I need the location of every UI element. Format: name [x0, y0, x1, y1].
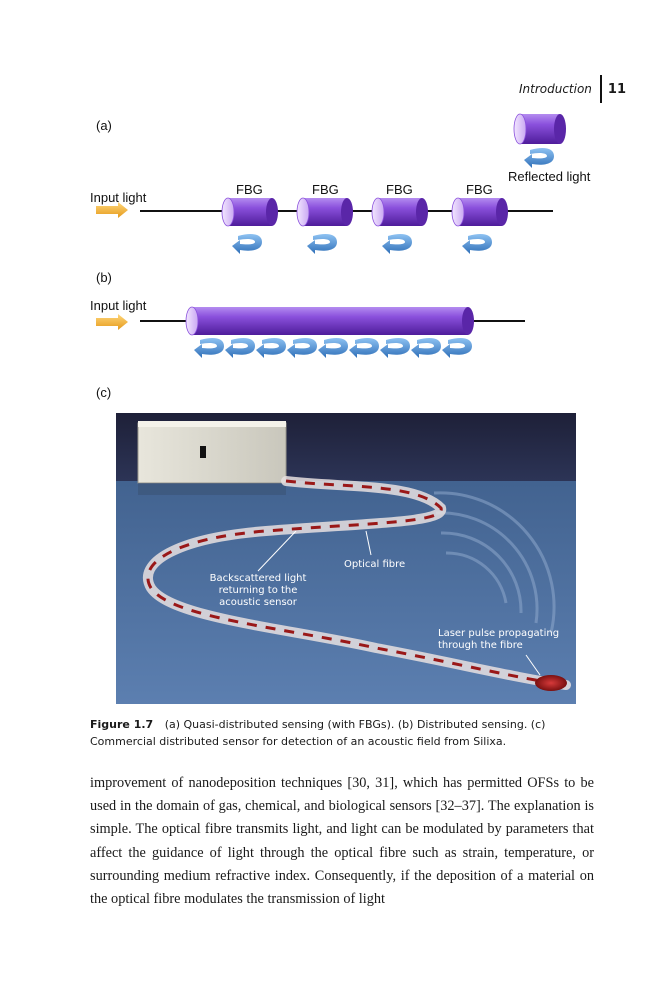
header-divider: [599, 75, 602, 103]
section-title: Introduction: [518, 82, 592, 96]
fbg-label-1: FBG: [236, 182, 263, 197]
running-header: Introduction 11: [519, 74, 626, 104]
reflected-arrows-a: [232, 234, 492, 254]
sensor-scene: [116, 413, 576, 704]
reflected-light-label: Reflected light: [508, 169, 591, 184]
laser-line-1: Laser pulse propagating: [438, 628, 560, 639]
figure-diagram: [96, 113, 566, 358]
input-light-label-b: Input light: [90, 298, 147, 313]
legend-cylinder: [513, 113, 566, 145]
panel-b-label: (b): [96, 270, 112, 285]
input-light-label-a: Input light: [90, 190, 147, 205]
laser-pulse: [535, 675, 567, 691]
backscattered-label: Backscattered light returning to the aco…: [208, 573, 308, 609]
body-paragraph: improvement of nanodeposition techniques…: [90, 775, 594, 908]
legend-reflected-arrow: [524, 148, 554, 168]
optical-fibre-label: Optical fibre: [344, 559, 406, 570]
distributed-fibre-cylinder: [185, 306, 474, 336]
laser-pulse-label: Laser pulse propagating through the fibr…: [438, 628, 559, 652]
callout-laser: [525, 654, 541, 676]
fbg-label-2: FBG: [312, 182, 339, 197]
fbg-label-3: FBG: [386, 182, 413, 197]
panel-c-label: (c): [96, 385, 112, 400]
panel-a-diagram: [96, 113, 566, 254]
sensor-unit: [137, 421, 287, 495]
caption-label: Figure 1.7: [90, 718, 154, 731]
callout-backscatter: [257, 530, 297, 572]
backscattered-line-2: returning to the: [218, 585, 298, 596]
acoustic-waves: [433, 491, 556, 634]
figure-1-7: (a) Input light FBG FBG FBG FBG Reflecte…: [90, 113, 591, 704]
panel-a-label: (a): [96, 118, 112, 133]
callout-fibre: [365, 530, 372, 556]
fbg-3: [371, 197, 428, 227]
input-arrow-b: [96, 314, 128, 330]
page-number: 11: [607, 81, 626, 97]
fbg-label-4: FBG: [466, 182, 493, 197]
caption-text: (a) Quasi-distributed sensing (with FBGs…: [90, 718, 546, 748]
backscatter-dashes: [146, 479, 567, 687]
fbg-1: [221, 197, 278, 227]
fbg-2: [296, 197, 353, 227]
panel-b-diagram: [96, 306, 525, 358]
input-arrow-a: [96, 202, 128, 218]
body-text: improvement of nanodeposition techniques…: [90, 772, 594, 911]
figure-caption: Figure 1.7 (a) Quasi-distributed sensing…: [90, 716, 590, 750]
backscattered-line-3: acoustic sensor: [219, 597, 297, 608]
distributed-sensor-illustration: Optical fibre Backscattered light return…: [116, 413, 576, 704]
laser-line-2: through the fibre: [438, 640, 523, 651]
fbg-4: [451, 197, 508, 227]
backscattered-line-1: Backscattered light: [209, 573, 307, 584]
reflected-arrows-b: [194, 338, 472, 358]
